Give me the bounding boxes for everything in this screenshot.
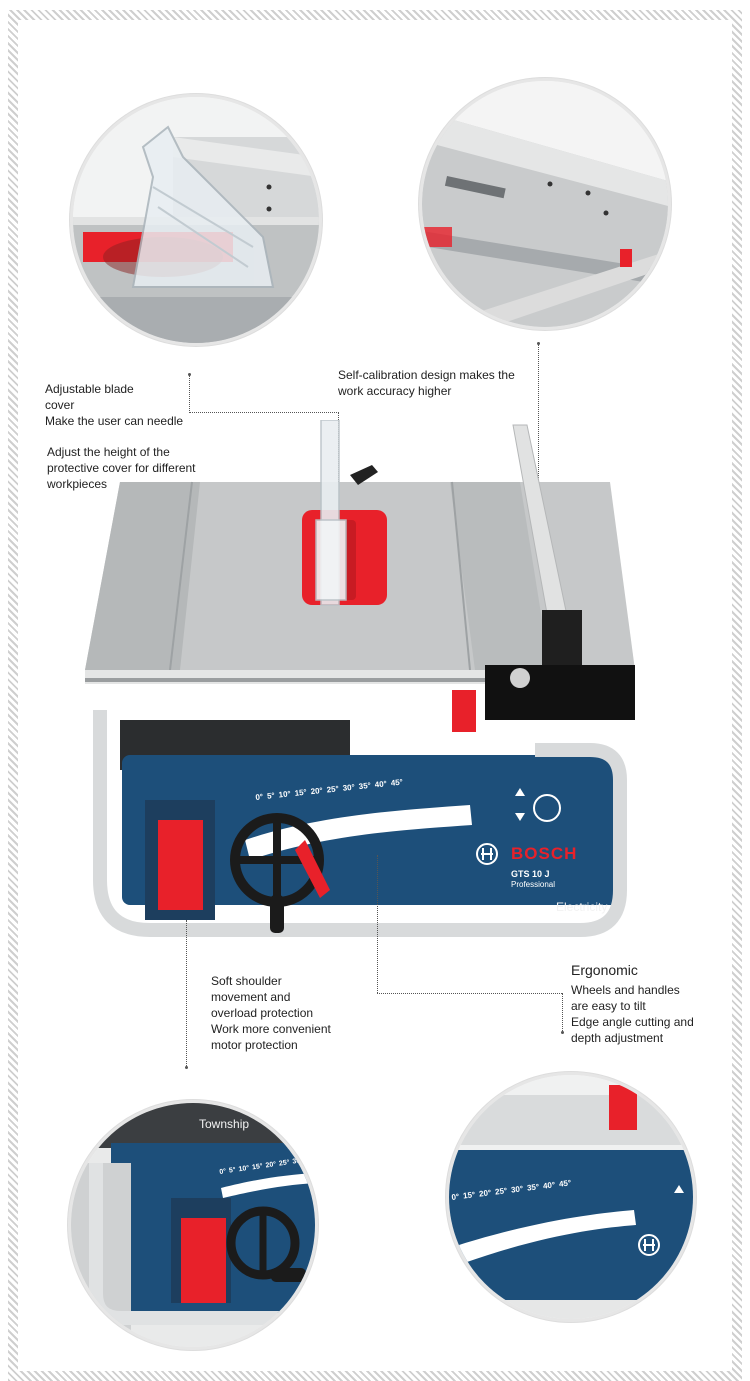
bevel-tick: 45° (558, 1178, 572, 1189)
note-height-adjust-line-1: Adjust the height of the (47, 445, 170, 459)
leader-pin (561, 1031, 564, 1034)
brand-label: BOSCH (511, 844, 578, 863)
note-shoulder-line-4: Work more convenient (211, 1022, 331, 1036)
leader-line (189, 412, 339, 413)
leader-line (538, 345, 539, 510)
note-shoulder-line-2: movement and (211, 990, 291, 1004)
bevel-tick: 40° (542, 1180, 556, 1191)
bevel-tick: 15° (251, 1162, 264, 1172)
note-height-adjust-line-2: protective cover for different (47, 461, 196, 475)
leader-pin (185, 1066, 188, 1069)
bevel-tick: 0° (255, 792, 264, 802)
note-ergonomic-line-2: are easy to tilt (571, 999, 646, 1013)
bevel-tick: 45° (390, 777, 404, 788)
note-shoulder-line-5: motor protection (211, 1038, 298, 1052)
note-height-adjust-line-3: workpieces (47, 477, 108, 491)
bevel-tick: 35° (358, 780, 372, 792)
bevel-tick: 25° (278, 1159, 291, 1168)
note-blade-cover-line-1: Adjustable blade (45, 382, 134, 396)
bevel-tick: 10° (278, 789, 292, 800)
leader-line (186, 920, 187, 1066)
note-blade-cover: Adjustable blade cover Make the user can… (45, 381, 183, 429)
fence-icon (422, 81, 668, 327)
note-shoulder-line-1: Soft shoulder (211, 974, 282, 988)
note-blade-cover-line-2: cover (45, 398, 75, 412)
bevel-tick: 30° (510, 1184, 524, 1195)
bevel-tick: 25° (494, 1186, 508, 1197)
bevel-tick: 15° (294, 787, 308, 798)
product-line-label: Professional (511, 880, 556, 889)
note-calibration-line-1: Self-calibration design makes the (338, 368, 515, 382)
bevel-tick: 20° (310, 785, 324, 797)
note-ergonomic: Ergonomic Wheels and handles are easy to… (571, 962, 694, 1046)
switch-closeup: 0° 5° 10° 15° 20° 25° 30° Township (68, 1100, 318, 1350)
bevel-tick: 30° (342, 782, 356, 793)
bevel-tick: 5° (266, 790, 276, 801)
leader-pin (537, 342, 540, 345)
bevel-tick: 30° (292, 1157, 304, 1166)
note-calibration-line-2: work accuracy higher (338, 384, 452, 398)
bevel-tick: 40° (374, 779, 388, 790)
switch-icon (71, 1103, 315, 1347)
note-ergonomic-line-3: Edge angle cutting and (571, 1015, 694, 1029)
bevel-tick: 15° (462, 1190, 476, 1201)
note-shoulder-line-3: overload protection (211, 1006, 314, 1020)
bevel-tick: 10° (238, 1164, 250, 1174)
bevel-tick: 5° (228, 1166, 237, 1175)
note-ergonomic-title: Ergonomic (571, 962, 638, 978)
bevel-closeup: 0° 15° 20° 25° 30° 35° 40° 45° (446, 1072, 696, 1322)
blade-guard-icon (73, 97, 319, 343)
bevel-tick: 0° (451, 1192, 460, 1202)
leader-pin (188, 373, 191, 376)
leader-line (377, 855, 378, 993)
model-label: GTS 10 J (511, 869, 550, 879)
bevel-tick: 20° (478, 1188, 492, 1199)
leader-line (562, 993, 563, 1031)
leader-line (377, 993, 562, 994)
bevel-tick: 35° (526, 1182, 540, 1193)
bevel-tick: 20° (265, 1161, 277, 1170)
bevel-tick: 25° (326, 784, 340, 795)
bevel-tick: 0° (219, 1168, 227, 1176)
note-ergonomic-line-4: depth adjustment (571, 1031, 664, 1045)
leader-line (189, 375, 190, 413)
fence-closeup (419, 78, 671, 330)
note-shoulder: Soft shoulder movement and overload prot… (211, 973, 331, 1053)
note-calibration: Self-calibration design makes the work a… (338, 367, 515, 399)
note-blade-cover-line-3: Make the user can needle (45, 414, 184, 428)
note-ergonomic-line-1: Wheels and handles (571, 983, 680, 997)
watermark-electricity: Electricity (556, 900, 608, 914)
blade-guard-closeup (70, 94, 322, 346)
table-saw-main: BOSCH GTS 10 J Professional 0° 5° 10° 15… (80, 419, 660, 940)
watermark-township: Township (199, 1117, 250, 1131)
note-height-adjust: Adjust the height of the protective cove… (47, 444, 196, 492)
